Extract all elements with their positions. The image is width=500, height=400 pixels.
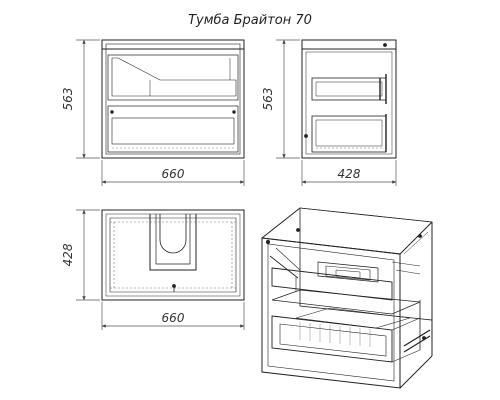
top-depth-dimension bbox=[76, 209, 100, 301]
top-depth-label: 428 bbox=[61, 243, 75, 266]
side-depth-dimension bbox=[301, 160, 397, 186]
side-outline bbox=[301, 39, 397, 159]
front-outline bbox=[101, 39, 245, 159]
top-outline bbox=[101, 209, 245, 301]
drawing-title: Тумба Брайтон 70 bbox=[188, 13, 312, 28]
side-depth-label: 428 bbox=[338, 167, 361, 181]
front-width-label: 660 bbox=[162, 167, 185, 181]
iso-upper-drawer bbox=[271, 267, 393, 301]
front-height-label: 563 bbox=[61, 88, 75, 111]
side-height-label: 563 bbox=[261, 88, 275, 111]
iso-lower-drawer bbox=[271, 315, 393, 363]
isometric-view bbox=[261, 207, 433, 389]
front-upper-drawer bbox=[107, 54, 239, 101]
side-view bbox=[301, 39, 397, 159]
iso-back-panel bbox=[299, 207, 433, 321]
top-width-dimension bbox=[101, 302, 245, 330]
front-height-dimension bbox=[76, 39, 100, 159]
side-lower-drawer bbox=[311, 115, 387, 153]
top-siphon-cutout bbox=[149, 214, 197, 271]
top-view bbox=[101, 209, 245, 301]
front-lower-drawer bbox=[107, 105, 239, 153]
side-height-dimension bbox=[276, 39, 300, 159]
side-upper-drawer bbox=[311, 77, 387, 101]
front-width-dimension bbox=[101, 160, 245, 186]
front-view bbox=[101, 39, 245, 159]
top-width-label: 660 bbox=[162, 311, 185, 325]
iso-front-frame bbox=[261, 237, 401, 389]
